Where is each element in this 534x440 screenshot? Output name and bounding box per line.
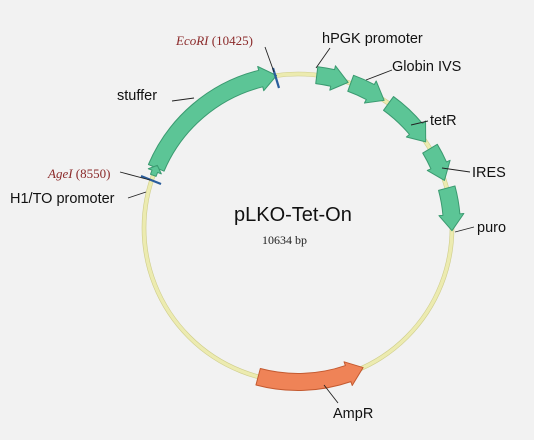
h1to-promoter-arrow bbox=[147, 164, 162, 177]
leader-ampr bbox=[323, 384, 339, 404]
label-tetr: tetR bbox=[430, 113, 457, 129]
label-ecori: EcoRI (10425) bbox=[175, 33, 253, 48]
puro-arrow bbox=[438, 185, 465, 232]
label-puro: puro bbox=[477, 220, 506, 236]
ires-arrow bbox=[422, 143, 451, 181]
feature-arrows bbox=[147, 65, 465, 391]
leader-tetr bbox=[410, 120, 429, 126]
leader-puro bbox=[454, 226, 475, 233]
hpgk-promoter-arrow bbox=[315, 65, 349, 91]
label-hpgk-promoter: hPGK promoter bbox=[322, 31, 423, 47]
label-globin-ivs: Globin IVS bbox=[392, 59, 461, 75]
plasmid-size: 10634 bp bbox=[262, 233, 307, 247]
label-ires: IRES bbox=[472, 165, 506, 181]
tetr-arrow bbox=[383, 96, 427, 143]
ampr-arrow bbox=[255, 361, 364, 391]
stuffer-arrow bbox=[147, 65, 278, 172]
globin-ivs-arrow bbox=[347, 74, 385, 104]
leader-h1to bbox=[127, 191, 147, 199]
label-stuffer: stuffer bbox=[117, 88, 157, 104]
agei-site-mark bbox=[140, 174, 162, 186]
leader-hpgk bbox=[315, 47, 331, 69]
label-h1to-promoter: H1/TO promoter bbox=[10, 191, 115, 207]
label-ampr: AmpR bbox=[333, 406, 373, 422]
leader-ires bbox=[441, 167, 471, 173]
leader-globin bbox=[365, 69, 393, 81]
plasmid-name: pLKO-Tet-On bbox=[234, 204, 352, 226]
leader-agei bbox=[119, 171, 151, 181]
label-agei: AgeI (8550) bbox=[47, 166, 110, 181]
leader-ecori bbox=[264, 46, 275, 73]
leader-stuffer bbox=[171, 97, 195, 102]
